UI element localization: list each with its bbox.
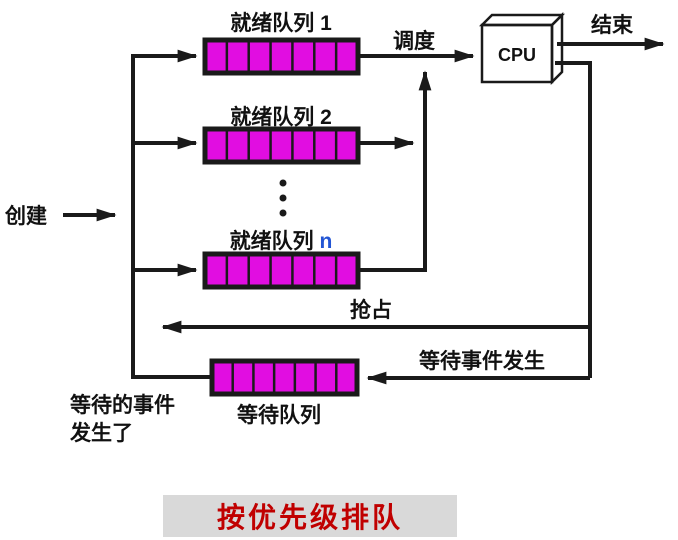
wait-queue-label: 等待队列 [237,403,321,427]
return-trunk-line [131,49,210,379]
queue-box [202,126,361,165]
ellipsis-dots [279,179,287,217]
queue-box [209,358,360,397]
dispatch-label: 调度 [393,29,435,53]
cpu-box-front-face [480,23,554,84]
cpu-label: CPU [498,45,536,65]
cpu-exit-down-line [555,61,592,378]
cpu-box: CPU [478,11,566,86]
wait-queue-cells [209,358,360,397]
ready-queue-2-cells [202,126,361,165]
ready-queue-n-label: 就绪队列 n [230,229,333,253]
dot [279,209,287,217]
dot [279,194,287,202]
finish-label: 结束 [591,13,634,37]
ready-queue-1-cells [202,37,361,76]
page-title: 按优先级排队 [217,501,403,534]
dot [279,179,287,187]
preempt-label: 抢占 [350,298,392,322]
ready-queue-1-label: 就绪队列 1 [230,11,332,35]
ready-queue-n-suffix: n [320,230,333,253]
ready-queue-n-cells [202,251,361,290]
awaited-event-label-line2: 发生了 [69,421,133,445]
queue-n-output-arrow [358,70,432,272]
wait-event-label: 等待事件发生 [419,349,545,373]
ready-queue-2-label: 就绪队列 2 [230,105,332,129]
queue-box [202,37,361,76]
cpu-box-top-face [478,13,566,27]
title-banner-background [163,495,457,537]
cpu-box-side-face [550,11,564,86]
awaited-event-label-line1: 等待的事件 [70,393,175,417]
create-label: 创建 [4,204,47,228]
